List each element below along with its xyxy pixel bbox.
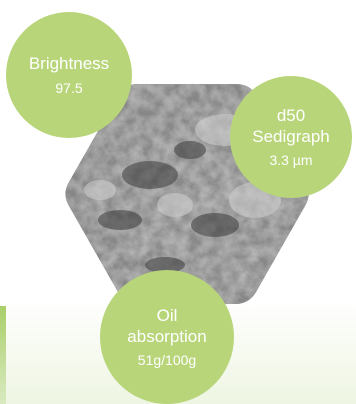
d50-label-line1: d50 <box>276 106 306 125</box>
d50-sedigraph-stat-badge: d50 Sedigraph 3.3 µm <box>230 76 352 198</box>
oil-label-line2: absorption <box>127 327 207 347</box>
oil-absorption-value: 51g/100g <box>137 351 197 368</box>
oil-label-line1: Oil <box>156 306 178 325</box>
d50-label-line2: Sedigraph <box>252 127 330 147</box>
brightness-label: Brightness <box>28 53 110 73</box>
brightness-stat-badge: Brightness 97.5 <box>6 12 132 138</box>
oil-absorption-stat-badge: Oil absorption 51g/100g <box>100 270 234 404</box>
brightness-value: 97.5 <box>55 79 83 96</box>
left-accent-bar <box>0 306 6 404</box>
d50-value: 3.3 µm <box>269 151 313 168</box>
